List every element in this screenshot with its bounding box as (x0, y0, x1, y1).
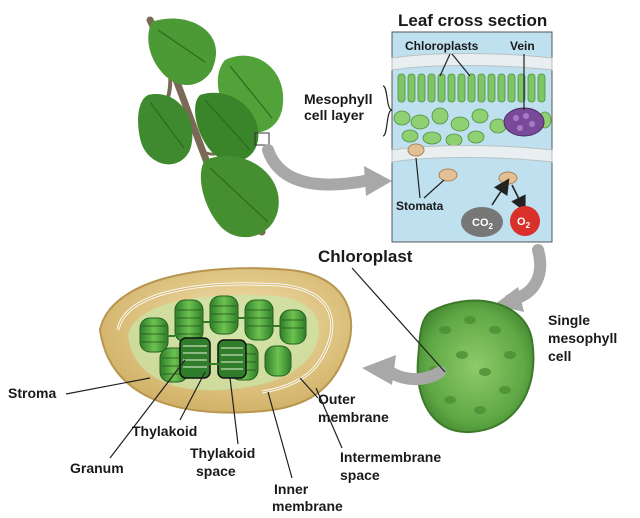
svg-text:O2: O2 (517, 216, 531, 230)
mesophyll-bracket (382, 85, 393, 137)
label-intermembrane-line2: space (340, 467, 380, 483)
vein-bundle (503, 107, 545, 137)
leader-intermembrane-space (315, 387, 343, 449)
o2-subscript: 2 (526, 221, 531, 230)
stoma-1 (407, 143, 425, 157)
leader-granum (109, 359, 186, 459)
label-mesophyll-line1: Mesophyll (304, 91, 372, 107)
stoma-2 (438, 168, 458, 182)
co2-badge (461, 207, 503, 237)
leader-inner-membrane (267, 391, 293, 479)
svg-text:CO2: CO2 (472, 217, 494, 231)
leaf-cross-section-panel: CO2 O2 (391, 31, 553, 243)
leader-stomata (415, 157, 445, 199)
label-stroma: Stroma (8, 385, 56, 401)
leader-outer-membrane (299, 377, 319, 399)
leader-chloroplasts (439, 53, 471, 77)
label-granum: Granum (70, 460, 124, 476)
leader-thylakoid-space (229, 377, 239, 445)
label-outer-membrane-line2: membrane (318, 409, 389, 425)
leader-thylakoid (179, 371, 206, 421)
leaf-branch-illustration (138, 16, 284, 238)
arrow-head-cell-to-chloroplast (362, 355, 396, 385)
leader-stroma (65, 377, 151, 395)
label-stomata: Stomata (396, 199, 444, 213)
label-mesophyll-line2: cell layer (304, 107, 364, 123)
label-single-line2: mesophyll (548, 330, 617, 346)
o2-badge (510, 206, 540, 236)
co2-label: CO (472, 217, 489, 229)
label-outer-membrane-line1: Outer (318, 391, 356, 407)
arrow-head-leaf-to-section (364, 166, 392, 196)
arrow-leaf-to-section (262, 144, 376, 191)
label-chloroplasts: Chloroplasts (405, 39, 479, 53)
title-leaf-cross-section: Leaf cross section (398, 11, 547, 30)
o2-label: O (517, 216, 526, 228)
stoma-3 (498, 171, 518, 185)
label-single-line3: cell (548, 348, 571, 364)
label-intermembrane-line1: Intermembrane (340, 449, 441, 465)
label-thylakoid: Thylakoid (132, 423, 197, 439)
label-chloroplast: Chloroplast (318, 247, 413, 266)
leader-chloroplast (351, 267, 446, 373)
co2-subscript: 2 (489, 222, 494, 231)
label-single-line1: Single (548, 312, 590, 328)
label-inner-membrane-line2: membrane (272, 498, 343, 514)
label-vein: Vein (510, 39, 535, 53)
label-thylakoid-space-line1: Thylakoid (190, 445, 255, 461)
label-inner-membrane-line1: Inner (274, 481, 309, 497)
mesophyll-cell-illustration (416, 299, 535, 434)
label-thylakoid-space-line2: space (196, 463, 236, 479)
chloroplast-illustration (98, 267, 353, 414)
